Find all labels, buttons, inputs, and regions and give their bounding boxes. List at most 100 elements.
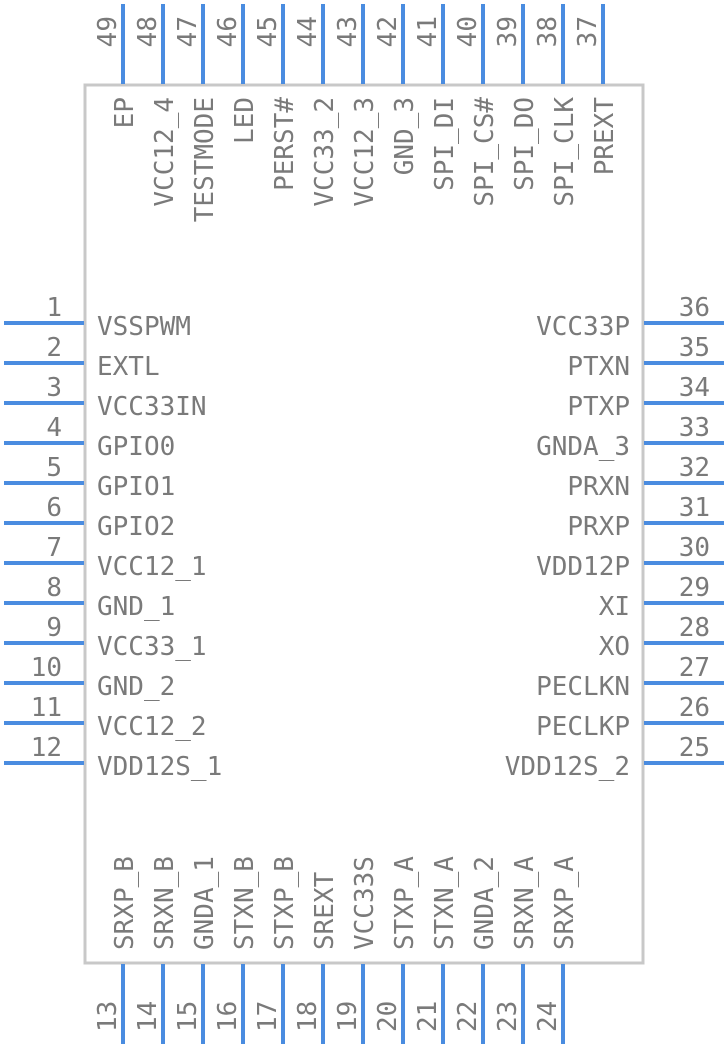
- pin-label-42: GND_3: [390, 97, 420, 175]
- pin-number-16: 16: [213, 1001, 243, 1032]
- pin-label-3: VCC33IN: [97, 392, 207, 422]
- pin-label-32: PRXN: [567, 472, 630, 502]
- pin-number-12: 12: [31, 733, 62, 763]
- pin-number-24: 24: [533, 1001, 563, 1032]
- pin-number-34: 34: [679, 373, 710, 403]
- pin-label-28: XO: [599, 632, 630, 662]
- pin-number-21: 21: [413, 1001, 443, 1032]
- pin-number-28: 28: [679, 613, 710, 643]
- pin-label-38: SPI_CLK: [550, 97, 580, 207]
- pin-number-22: 22: [453, 1001, 483, 1032]
- pin-label-36: VCC33P: [536, 312, 630, 342]
- pin-label-17: STXP_B: [270, 856, 300, 950]
- pin-number-40: 40: [453, 16, 483, 47]
- pin-number-3: 3: [46, 373, 62, 403]
- pin-label-35: PTXN: [567, 352, 630, 382]
- pin-number-10: 10: [31, 653, 62, 683]
- pin-label-23: SRXN_A: [510, 856, 540, 950]
- pin-number-39: 39: [493, 16, 523, 47]
- pin-label-22: GNDA_2: [470, 856, 500, 950]
- pin-label-5: GPIO1: [97, 472, 175, 502]
- pin-number-43: 43: [333, 16, 363, 47]
- pin-number-6: 6: [46, 493, 62, 523]
- pin-number-9: 9: [46, 613, 62, 643]
- chip-body: [83, 83, 645, 965]
- pin-number-29: 29: [679, 573, 710, 603]
- pin-label-27: PECLKN: [536, 672, 630, 702]
- pin-label-6: GPIO2: [97, 512, 175, 542]
- pin-number-20: 20: [373, 1001, 403, 1032]
- pin-label-13: SRXP_B: [110, 856, 140, 950]
- pin-label-20: STXP_A: [390, 856, 420, 950]
- pin-label-30: VDD12P: [536, 552, 630, 582]
- pin-label-1: VSSPWM: [97, 312, 191, 342]
- pin-number-15: 15: [173, 1001, 203, 1032]
- pin-number-30: 30: [679, 533, 710, 563]
- pin-label-24: SRXP_A: [550, 856, 580, 950]
- pin-label-48: VCC12_4: [150, 97, 180, 207]
- pin-number-38: 38: [533, 16, 563, 47]
- pin-number-47: 47: [173, 16, 203, 47]
- pin-number-1: 1: [46, 293, 62, 323]
- pin-number-45: 45: [253, 16, 283, 47]
- pin-label-14: SRXN_B: [150, 856, 180, 950]
- pin-number-27: 27: [679, 653, 710, 683]
- pin-number-5: 5: [46, 453, 62, 483]
- pin-label-11: VCC12_2: [97, 712, 207, 742]
- pin-number-46: 46: [213, 16, 243, 47]
- pin-label-19: VCC33S: [350, 856, 380, 950]
- pin-label-9: VCC33_1: [97, 632, 207, 662]
- pin-number-25: 25: [679, 733, 710, 763]
- pin-number-32: 32: [679, 453, 710, 483]
- pin-number-4: 4: [46, 413, 62, 443]
- pin-label-37: PREXT: [590, 97, 620, 176]
- pin-label-39: SPI_DO: [510, 97, 540, 191]
- pin-number-33: 33: [679, 413, 710, 443]
- pin-number-17: 17: [253, 1001, 283, 1032]
- pin-label-4: GPIO0: [97, 432, 175, 462]
- pin-label-25: VDD12S_2: [505, 752, 630, 782]
- pin-number-11: 11: [31, 693, 62, 723]
- pin-label-46: LED: [230, 97, 260, 144]
- pin-number-36: 36: [679, 293, 710, 323]
- pin-label-7: VCC12_1: [97, 552, 207, 582]
- pin-label-45: PERST#: [270, 97, 300, 191]
- pin-label-43: VCC12_3: [350, 97, 380, 207]
- pin-number-7: 7: [46, 533, 62, 563]
- pin-label-10: GND_2: [97, 672, 175, 702]
- pins-layer: 1VSSPWM2EXTL3VCC33IN4GPIO05GPIO16GPIO27V…: [4, 4, 724, 1044]
- pin-number-14: 14: [133, 1001, 163, 1032]
- pin-label-47: TESTMODE: [190, 97, 220, 222]
- pin-label-34: PTXP: [567, 392, 630, 422]
- pin-number-31: 31: [679, 493, 710, 523]
- pin-number-49: 49: [93, 16, 123, 47]
- pin-label-29: XI: [599, 592, 630, 622]
- pin-label-18: SREXT: [310, 871, 340, 950]
- pin-number-41: 41: [413, 16, 443, 47]
- pin-number-48: 48: [133, 16, 163, 47]
- pin-number-37: 37: [573, 16, 603, 47]
- pin-number-35: 35: [679, 333, 710, 363]
- pin-label-2: EXTL: [97, 352, 160, 382]
- pin-number-42: 42: [373, 16, 403, 47]
- pin-number-26: 26: [679, 693, 710, 723]
- pin-number-13: 13: [93, 1001, 123, 1032]
- pin-label-8: GND_1: [97, 592, 175, 622]
- pin-number-19: 19: [333, 1001, 363, 1032]
- pin-label-33: GNDA_3: [536, 432, 630, 462]
- pin-label-26: PECLKP: [536, 712, 630, 742]
- pin-number-23: 23: [493, 1001, 523, 1032]
- pin-number-2: 2: [46, 333, 62, 363]
- pin-label-44: VCC33_2: [310, 97, 340, 207]
- pin-label-21: STXN_A: [430, 856, 460, 950]
- pin-label-40: SPI_CS#: [470, 97, 500, 207]
- pin-label-12: VDD12S_1: [97, 752, 222, 782]
- pin-label-31: PRXP: [567, 512, 630, 542]
- pin-label-16: STXN_B: [230, 856, 260, 950]
- pin-number-8: 8: [46, 573, 62, 603]
- pin-label-41: SPI_DI: [430, 97, 460, 191]
- pin-number-18: 18: [293, 1001, 323, 1032]
- pin-number-44: 44: [293, 16, 323, 47]
- pin-label-15: GNDA_1: [190, 856, 220, 950]
